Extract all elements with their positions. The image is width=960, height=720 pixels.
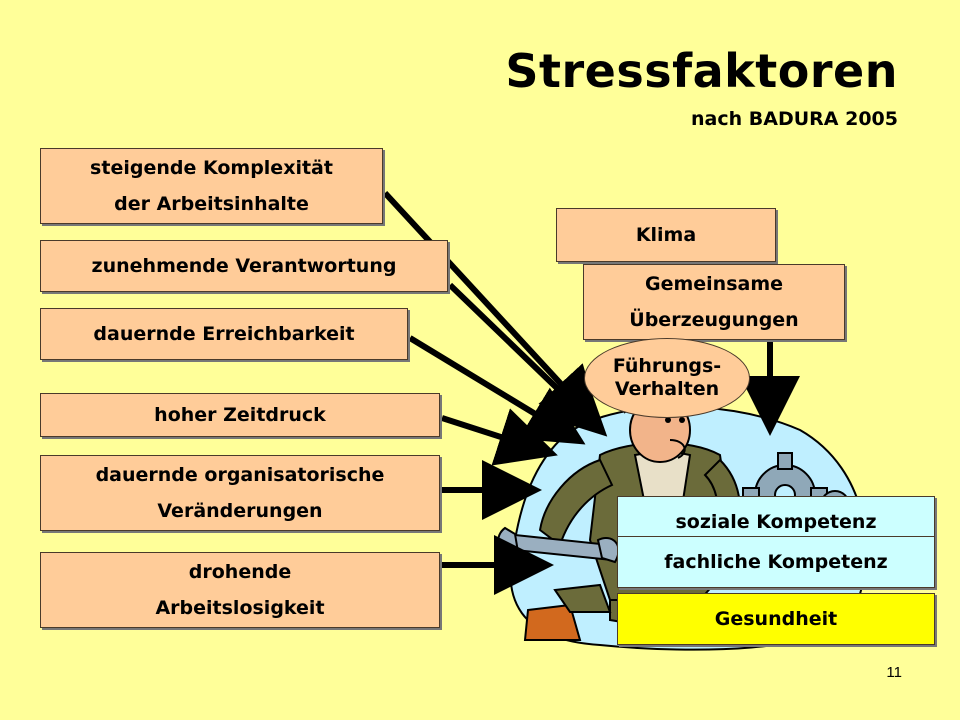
factor-ueberzeugungen: Gemeinsame Überzeugungen — [583, 264, 845, 340]
stressor-komplexitaet-line2: der Arbeitsinhalte — [114, 193, 309, 215]
resource-gesundheit-label: Gesundheit — [714, 607, 838, 630]
factor-fuehrung: Führungs- Verhalten — [584, 338, 750, 418]
stressor-zeitdruck: hoher Zeitdruck — [40, 393, 440, 437]
factor-klima-label: Klima — [635, 223, 697, 246]
resource-fachlich: fachliche Kompetenz — [617, 536, 935, 588]
worker-boot — [523, 603, 582, 641]
stressor-erreichbarkeit-label: dauernde Erreichbarkeit — [93, 322, 355, 345]
factor-ueberzeugungen-line1: Gemeinsame — [644, 272, 784, 295]
stressor-komplexitaet: steigende Komplexität der Arbeitsinhalte — [40, 148, 383, 224]
resource-fachlich-label: fachliche Kompetenz — [664, 550, 888, 573]
arrow-zeitdruck — [441, 408, 558, 466]
factor-fuehrung-line1: Führungs- — [612, 355, 722, 378]
page-title: Stressfaktoren — [505, 44, 898, 98]
stressor-veraenderungen-line2: Veränderungen — [157, 500, 323, 522]
arrow-verantwortung — [447, 282, 608, 437]
stressor-verantwortung: zunehmende Verantwortung — [40, 240, 448, 292]
stressor-verantwortung-label: zunehmende Verantwortung — [91, 254, 397, 277]
stressor-veraenderungen-line1: dauernde organisatorische — [95, 463, 385, 486]
stressor-arbeitslosigkeit-line2: Arbeitslosigkeit — [155, 597, 325, 619]
factor-ueberzeugungen-line2: Überzeugungen — [629, 309, 799, 331]
page-subtitle: nach BADURA 2005 — [691, 108, 898, 130]
stressor-zeitdruck-label: hoher Zeitdruck — [154, 403, 326, 426]
stressor-arbeitslosigkeit-line1: drohende — [188, 560, 292, 583]
stressor-komplexitaet-line1: steigende Komplexität — [90, 156, 333, 179]
page-number: 11 — [886, 664, 902, 681]
factor-fuehrung-line2: Verhalten — [614, 378, 720, 400]
stressor-veraenderungen: dauernde organisatorische Veränderungen — [40, 455, 440, 531]
arrow-komplexitaet — [382, 190, 602, 428]
stressor-erreichbarkeit: dauernde Erreichbarkeit — [40, 308, 408, 360]
stressor-arbeitslosigkeit: drohende Arbeitslosigkeit — [40, 552, 440, 628]
resource-sozial-label: soziale Kompetenz — [675, 510, 877, 533]
factor-klima: Klima — [556, 208, 776, 262]
resource-gesundheit: Gesundheit — [617, 593, 935, 645]
